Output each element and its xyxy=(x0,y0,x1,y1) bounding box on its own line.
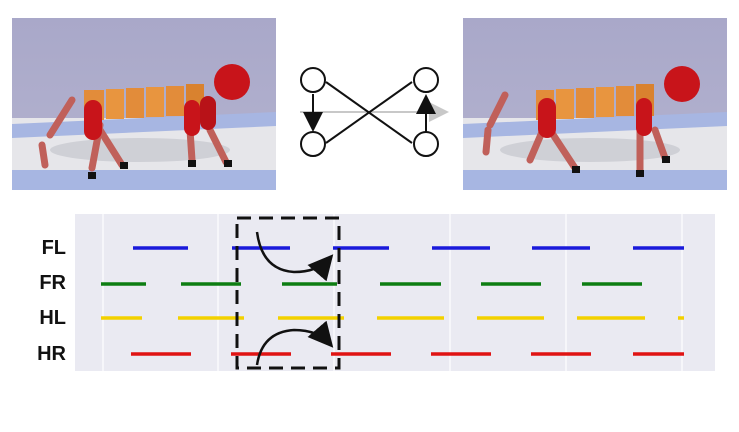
right-robot-panel xyxy=(463,18,727,190)
gait-chart xyxy=(75,214,715,371)
crossing-switch-icon xyxy=(300,67,449,157)
leg-label-hl: HL xyxy=(39,307,66,329)
robot-head xyxy=(214,64,250,100)
dashed-highlight-box xyxy=(235,216,341,370)
leg-label-fr: FR xyxy=(39,272,66,294)
curved-arrow-icon xyxy=(255,231,334,282)
curved-arrow-icon xyxy=(255,320,334,366)
leg-label-hr: HR xyxy=(37,343,66,365)
left-robot-panel xyxy=(12,18,276,190)
robot-head xyxy=(664,66,700,102)
leg-label-fl: FL xyxy=(41,237,66,259)
